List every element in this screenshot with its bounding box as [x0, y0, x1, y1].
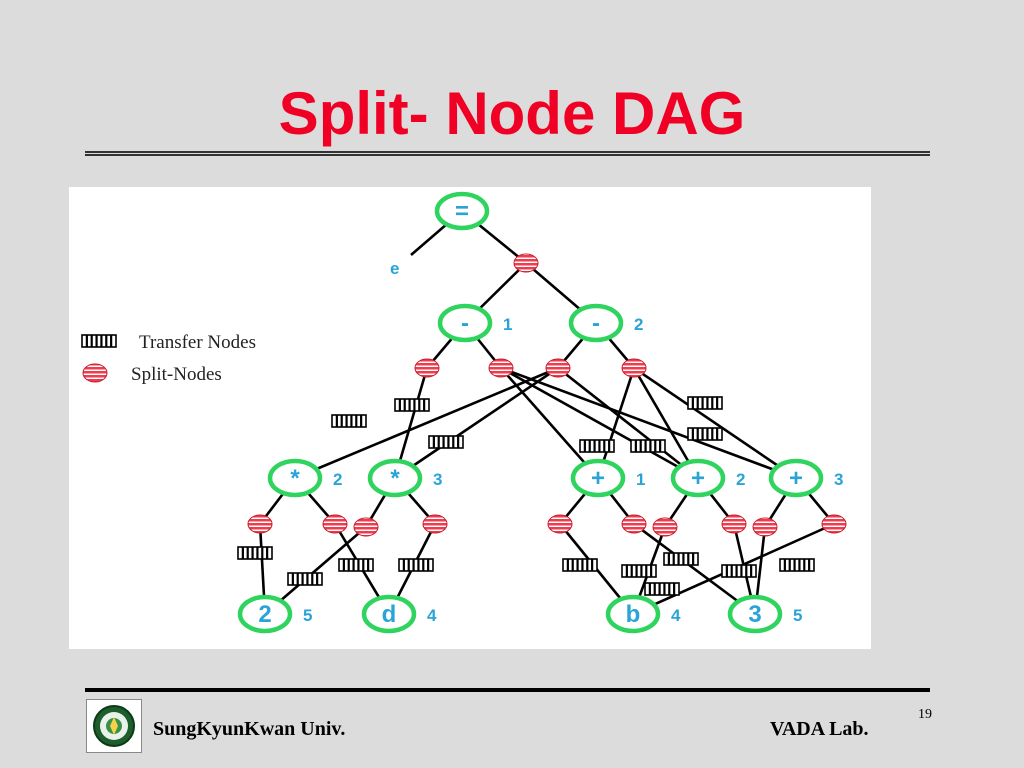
split-node: [513, 253, 539, 273]
transfer-node: [287, 572, 323, 586]
split-node: [547, 514, 573, 534]
op-node-note: 4: [671, 606, 681, 625]
transfer-node-legend-icon: [81, 334, 117, 348]
split-nodes: [247, 253, 847, 537]
op-node-label: 2: [258, 601, 271, 628]
dag-edge: [557, 366, 699, 480]
footer-university: SungKyunKwan Univ.: [153, 718, 346, 740]
op-node-p1: +1: [570, 458, 645, 498]
transfer-node: [630, 439, 666, 453]
transfer-node: [394, 398, 430, 412]
op-node-note: 5: [793, 606, 802, 625]
op-node-p3: +3: [768, 458, 843, 498]
split-node: [422, 514, 448, 534]
op-node-p2: +2: [670, 458, 745, 498]
footer-lab: VADA Lab.: [770, 718, 869, 740]
transfer-node: [687, 427, 723, 441]
op-node-label: *: [290, 465, 300, 492]
dag-edge: [294, 366, 559, 480]
split-node: [545, 358, 571, 378]
op-node-label: d: [382, 601, 397, 628]
op-node-m2: -2: [568, 303, 643, 343]
op-node-label: +: [789, 465, 803, 492]
op-node-note: 2: [333, 470, 342, 489]
dag-edge: [633, 366, 797, 480]
op-node-label: *: [390, 465, 400, 492]
transfer-node: [81, 334, 117, 348]
split-node-legend-icon: [82, 363, 108, 383]
split-node: [652, 517, 678, 537]
op-node-t2: *2: [267, 458, 342, 498]
transfer-node: [428, 435, 464, 449]
output-label-e: e: [390, 259, 399, 278]
transfer-node: [721, 564, 757, 578]
legend: Transfer Nodes Split-Nodes: [81, 332, 256, 385]
split-node: [247, 514, 273, 534]
op-node-note: 1: [636, 470, 645, 489]
slide-title: Split- Node DAG: [278, 80, 746, 147]
op-node-label: b: [626, 601, 641, 628]
op-node-note: 1: [503, 315, 512, 334]
transfer-node: [237, 546, 273, 560]
title-divider: [85, 151, 930, 156]
transfer-node: [663, 552, 699, 566]
transfer-node: [644, 582, 680, 596]
split-node: [721, 514, 747, 534]
op-node-label: -: [592, 310, 600, 337]
dag-edge: [394, 366, 559, 480]
op-node-note: 5: [303, 606, 312, 625]
op-node-note: 2: [634, 315, 643, 334]
transfer-node: [331, 414, 367, 428]
op-node-label: =: [455, 198, 469, 225]
op-node-label: +: [591, 465, 605, 492]
split-node: [82, 363, 108, 383]
dag-edge: [632, 367, 700, 479]
transfer-node: [687, 396, 723, 410]
transfer-node: [779, 558, 815, 572]
dag-edge: [500, 366, 699, 480]
op-node-eq: =: [434, 191, 490, 231]
transfer-nodes: [237, 396, 815, 596]
op-node-note: 3: [433, 470, 442, 489]
dag-edge: [500, 366, 797, 480]
split-node: [621, 514, 647, 534]
legend-split-label: Split-Nodes: [131, 364, 222, 385]
dag-edge: [633, 522, 756, 616]
transfer-node: [398, 558, 434, 572]
transfer-node: [621, 564, 657, 578]
op-node-label: +: [691, 465, 705, 492]
op-node-label: -: [461, 310, 469, 337]
op-node-label: 3: [748, 601, 761, 628]
university-seal-icon: [86, 699, 142, 753]
transfer-node: [579, 439, 615, 453]
transfer-node: [562, 558, 598, 572]
split-node: [488, 358, 514, 378]
legend-transfer-label: Transfer Nodes: [139, 332, 256, 353]
split-node: [353, 517, 379, 537]
split-node: [414, 358, 440, 378]
op-node-t3: *3: [367, 458, 442, 498]
split-node: [621, 358, 647, 378]
op-node-note: 2: [736, 470, 745, 489]
split-node: [752, 517, 778, 537]
page-number: 19: [918, 707, 932, 722]
dag-edges: [258, 209, 836, 616]
split-node: [821, 514, 847, 534]
split-node: [322, 514, 348, 534]
transfer-node: [338, 558, 374, 572]
footer-divider: [85, 688, 930, 692]
op-node-note: 3: [834, 470, 843, 489]
op-node-m1: -1: [437, 303, 512, 343]
op-node-note: 4: [427, 606, 437, 625]
